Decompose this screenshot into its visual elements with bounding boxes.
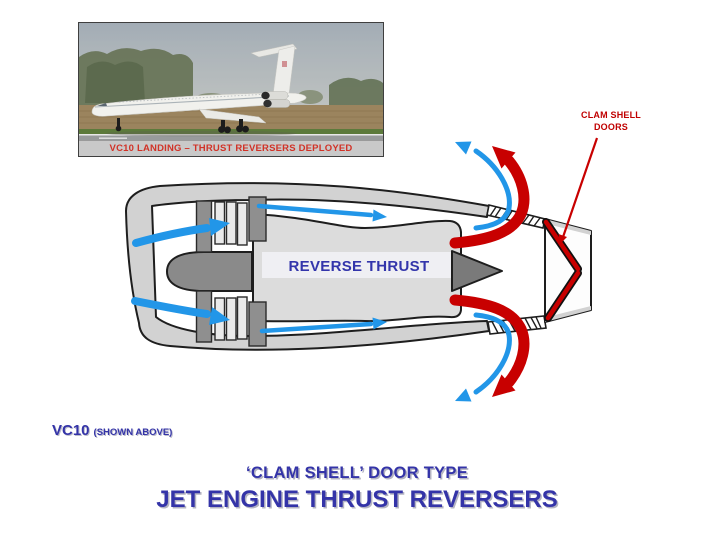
- airflow-arrows: [131, 141, 512, 402]
- tail-cone: [451, 250, 503, 292]
- photo-caption: VC10 LANDING – THRUST REVERSERS DEPLOYED: [79, 140, 383, 156]
- callout-leader-line: [558, 137, 599, 244]
- aircraft-fin-flash: [282, 61, 287, 67]
- aircraft-landing-gear: [115, 118, 249, 134]
- exhaust-reverse-arrow-bottom: [449, 294, 530, 397]
- bypass-reverse-arrow-top: [455, 141, 512, 231]
- intake-airflow-arrow-bottom: [131, 297, 230, 325]
- aircraft-fuselage: [91, 92, 307, 117]
- slide-subtitle: ‘CLAM SHELL’ DOOR TYPE: [245, 464, 469, 482]
- photo-grass-strip: [79, 129, 383, 135]
- slide-titles: ‘CLAM SHELL’ DOOR TYPE JET ENGINE THRUST…: [0, 464, 714, 514]
- reverse-exhaust-arrows: [449, 146, 530, 397]
- clamshell-doors: [542, 218, 582, 322]
- photo-trees-left-dark: [85, 61, 145, 103]
- vc10-photo-figure: VC10 LANDING – THRUST REVERSERS DEPLOYED: [78, 22, 384, 157]
- intake-airflow-arrow-top: [132, 218, 230, 247]
- aircraft-cockpit: [97, 103, 107, 106]
- photo-trees-right: [329, 77, 383, 111]
- exhaust-reverse-arrow-top: [449, 146, 530, 249]
- reverse-thrust-label: REVERSE THRUST: [289, 258, 430, 275]
- photo-runway-line: [79, 134, 383, 136]
- clamshell-doors-callout: CLAM SHELL DOORS: [568, 110, 654, 133]
- vc10-aircraft: [91, 43, 307, 137]
- vc10-note-detail: (SHOWN ABOVE): [93, 427, 173, 438]
- aircraft-tailplane: [250, 43, 298, 58]
- translating-cowl: [544, 218, 592, 323]
- bypass-reverse-arrow-bottom: [455, 312, 512, 402]
- aircraft-window-line: [118, 93, 270, 103]
- core-airflow-arrow-top: [256, 203, 387, 222]
- callout-line-1: CLAM SHELL: [581, 110, 641, 120]
- slide-title: JET ENGINE THRUST REVERSERS: [156, 486, 558, 513]
- core-airflow-arrow-bottom: [259, 317, 387, 334]
- photo-runway-stripe: [99, 137, 127, 139]
- photo-runway: [79, 135, 383, 140]
- vc10-note-label: VC10: [52, 422, 90, 439]
- engine-nacelle: [125, 182, 490, 351]
- vc10-photo: [79, 23, 383, 140]
- fan-blades-bottom: [195, 290, 267, 347]
- aircraft-wing: [198, 108, 267, 124]
- aircraft-cheatline: [94, 95, 290, 108]
- intake-spinner: [166, 251, 253, 292]
- callout-line-2: DOORS: [593, 121, 628, 132]
- aircraft-engine-pods: [261, 91, 291, 108]
- vc10-note: VC10(SHOWN ABOVE): [52, 422, 172, 440]
- aircraft-shadow: [105, 130, 297, 137]
- reverse-thrust-band: [262, 252, 456, 278]
